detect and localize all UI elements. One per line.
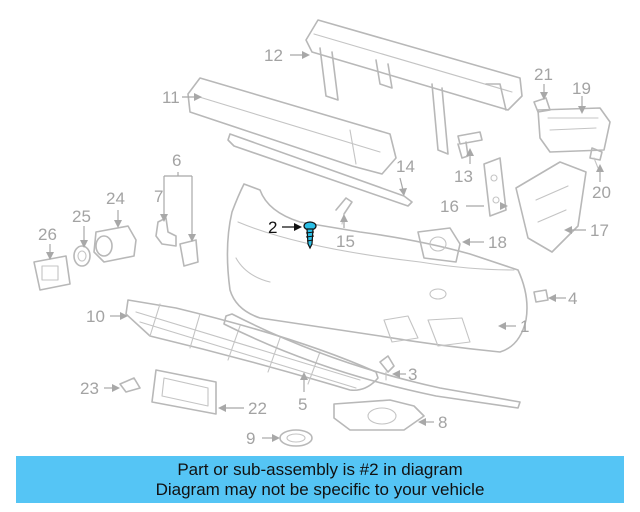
callout-1: 1 [520, 317, 529, 336]
part-25-grommet [73, 245, 91, 267]
callout-19: 19 [572, 79, 591, 98]
info-banner: Part or sub-assembly is #2 in diagram Di… [16, 456, 624, 503]
part-17-guide-bracket [515, 161, 587, 253]
part-22-plate-bracket [151, 369, 217, 415]
part-9-ring [279, 429, 313, 447]
part-12-reinforcement-bar [305, 19, 523, 155]
callout-26: 26 [38, 225, 57, 244]
callout-10: 10 [86, 307, 105, 326]
part-3-clip [379, 355, 395, 381]
part-7-bracket [155, 217, 177, 247]
callout-18: 18 [488, 233, 507, 252]
part-11-energy-absorber [187, 77, 397, 175]
callout-25: 25 [72, 207, 91, 226]
part-21-clip [533, 97, 551, 113]
leader-lines [49, 54, 601, 439]
callout-22: 22 [248, 399, 267, 418]
leader-arrowheads [46, 51, 604, 442]
callout-16: 16 [440, 197, 459, 216]
callout-2: 2 [268, 218, 277, 237]
callout-13: 13 [454, 167, 473, 186]
part-14-trim-strip [227, 133, 413, 207]
banner-line-2: Diagram may not be specific to your vehi… [155, 479, 485, 499]
part-8-fog-bezel [333, 399, 425, 431]
callout-5: 5 [298, 395, 307, 414]
part-18-fog-lamp [417, 227, 461, 263]
part-2-screw [303, 221, 317, 250]
part-13-bolt [457, 131, 483, 159]
callout-4: 4 [568, 289, 577, 308]
part-26-sensor-bracket [33, 255, 71, 291]
part-20-screw [589, 147, 603, 169]
part-10-grille [125, 299, 379, 392]
callout-3: 3 [408, 365, 417, 384]
callout-20: 20 [592, 183, 611, 202]
part-19-upper-bracket [537, 107, 611, 153]
callout-7: 7 [154, 187, 163, 206]
part-23-push-clip [119, 377, 141, 393]
callout-17: 17 [590, 221, 609, 240]
callout-11: 11 [162, 88, 180, 107]
part-16-bracket [483, 157, 507, 217]
banner-line-1: Part or sub-assembly is #2 in diagram [177, 459, 463, 479]
callout-9: 9 [246, 429, 255, 448]
part-4-screw [533, 289, 549, 303]
callout-8: 8 [438, 413, 447, 432]
callout-15: 15 [336, 232, 355, 251]
callout-21: 21 [534, 65, 553, 84]
callout-12: 12 [264, 46, 283, 65]
part-5-lower-trim [223, 313, 521, 409]
part-6-cover [179, 239, 199, 267]
callout-24: 24 [106, 189, 125, 208]
callout-23: 23 [80, 379, 99, 398]
part-24-sensor [93, 225, 137, 263]
part-1-bumper-cover [226, 183, 528, 353]
callout-6: 6 [172, 151, 181, 170]
callout-14: 14 [396, 157, 415, 176]
parts-diagram: 12 11 14 6 7 24 25 26 2 15 18 16 17 13 2… [33, 19, 611, 448]
